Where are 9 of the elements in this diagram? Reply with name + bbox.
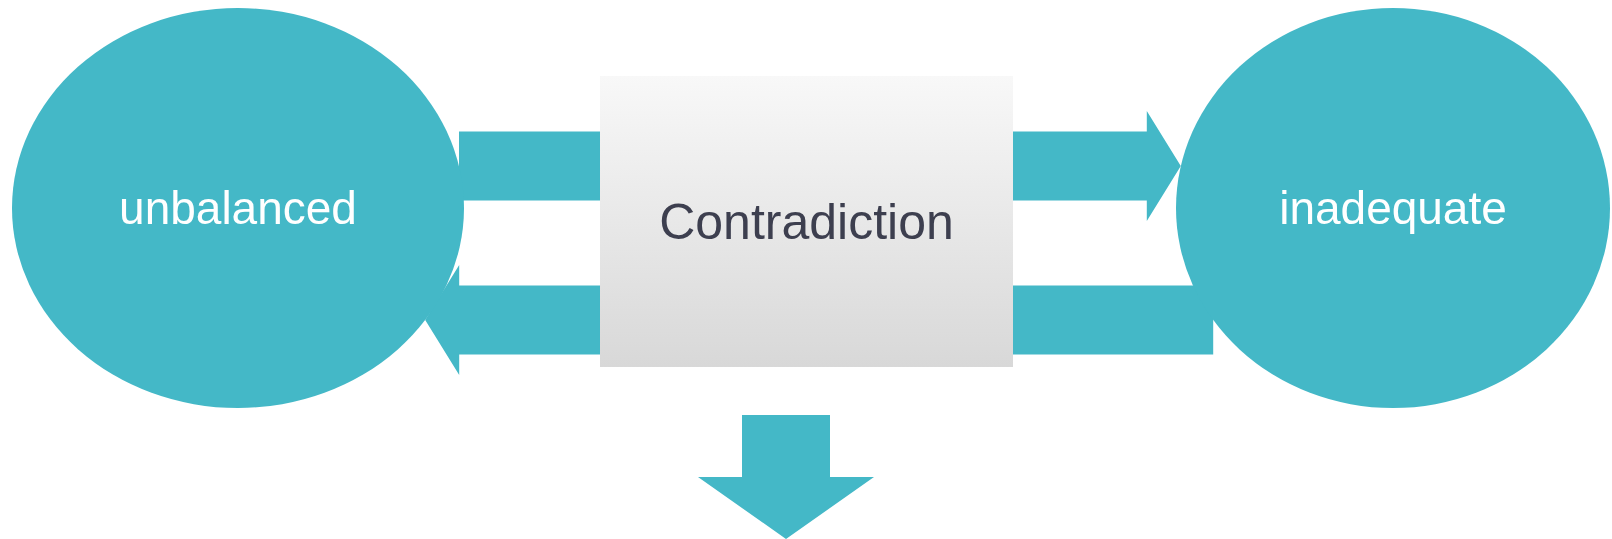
connector-bar [459,131,600,201]
node-label: inadequate [1279,181,1507,235]
node-label: Contradiction [659,192,954,251]
block-arrow [698,415,874,539]
node-label: unbalanced [119,181,357,235]
block-arrow [425,265,600,375]
block-arrow [1013,111,1181,221]
connector-bar [1013,285,1214,355]
process-box [600,76,1013,367]
